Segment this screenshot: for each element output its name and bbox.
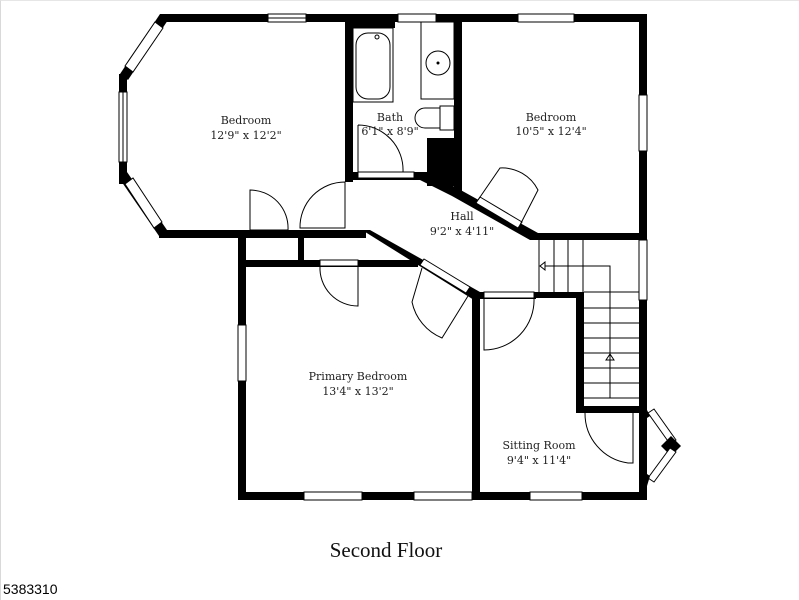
- window: [397, 13, 437, 23]
- door-swing: [249, 189, 289, 231]
- room-name: Sitting Room: [503, 439, 577, 452]
- room-dimensions: 6'1" x 8'9": [361, 125, 418, 138]
- door-swing: [299, 181, 346, 229]
- door-swing: [477, 167, 539, 226]
- room-name: Bedroom: [221, 114, 272, 127]
- room-name: Bath: [377, 111, 403, 124]
- bathtub-icon: [355, 32, 391, 100]
- hall: Hall 9'2" x 4'11": [238, 210, 494, 339]
- window: [124, 177, 163, 229]
- door-swing: [319, 265, 359, 307]
- sink-icon: [425, 50, 451, 76]
- staircase: [536, 240, 646, 413]
- bath: Bath 6'1" x 8'9": [345, 13, 462, 194]
- window: [413, 491, 473, 501]
- room-dimensions: 13'4" x 13'2": [322, 385, 393, 398]
- window: [517, 13, 575, 23]
- window: [638, 94, 648, 152]
- window: [647, 447, 677, 483]
- room-dimensions: 12'9" x 12'2": [210, 129, 281, 142]
- door-swing: [357, 124, 404, 173]
- room-dimensions: 10'5" x 12'4": [515, 125, 586, 138]
- toilet-icon: [414, 107, 441, 129]
- window: [529, 491, 583, 501]
- floor-title: Second Floor: [329, 538, 443, 562]
- window: [124, 21, 164, 73]
- door-swing: [584, 412, 634, 464]
- door-swing: [483, 297, 535, 351]
- room-name: Hall: [450, 210, 474, 223]
- window: [647, 408, 677, 445]
- window: [638, 239, 648, 301]
- listing-id: 5383310: [3, 581, 58, 597]
- sitting-room: Sitting Room 9'4" x 11'4": [472, 291, 681, 501]
- window: [237, 324, 247, 382]
- door-swing: [411, 267, 469, 339]
- room-name: Bedroom: [526, 111, 577, 124]
- primary-bedroom: Primary Bedroom 13'4" x 13'2": [237, 230, 480, 501]
- room-name: Primary Bedroom: [309, 370, 408, 383]
- room-dimensions: 9'2" x 4'11": [430, 225, 494, 238]
- bedroom-1: Bedroom 12'9" x 12'2": [118, 13, 359, 238]
- window: [303, 491, 363, 501]
- bedroom-2: Bedroom 10'5" x 12'4": [420, 13, 648, 500]
- room-dimensions: 9'4" x 11'4": [507, 454, 571, 467]
